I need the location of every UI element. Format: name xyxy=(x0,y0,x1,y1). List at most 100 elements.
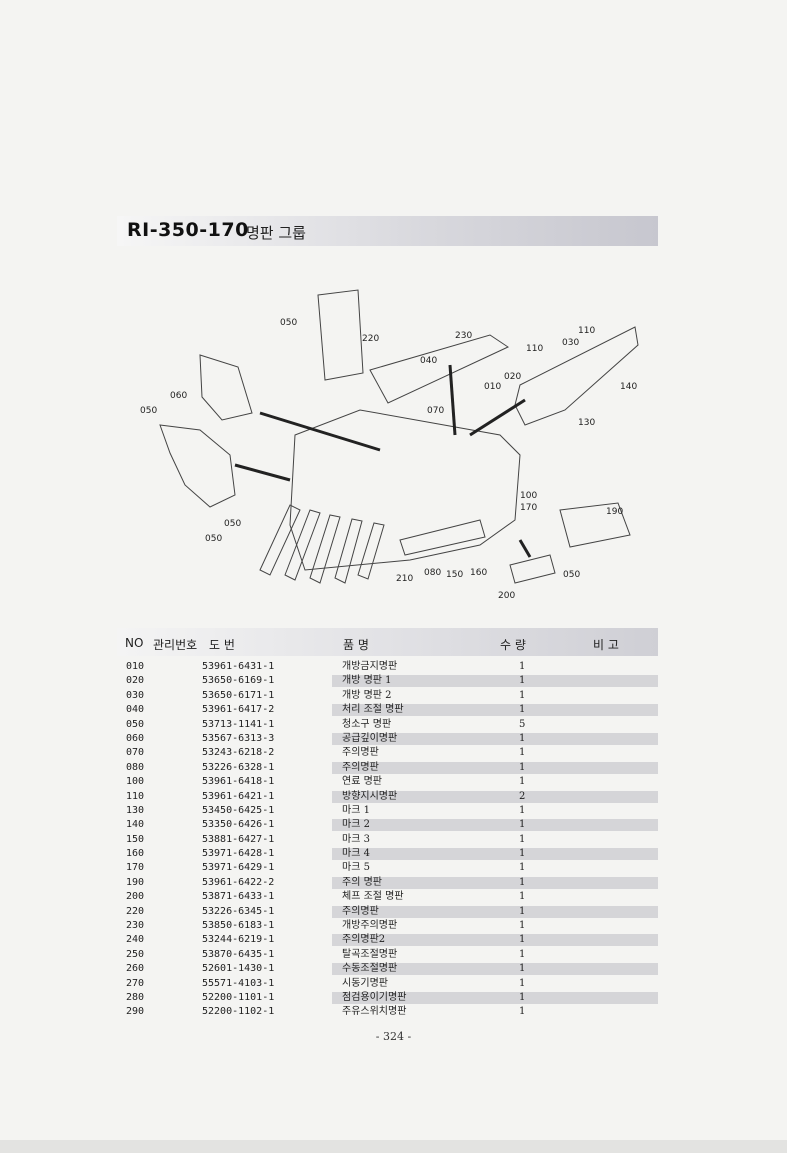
callout-130: 130 xyxy=(578,418,595,428)
row-no: 240 xyxy=(126,934,145,946)
crop-divider-parts xyxy=(259,504,385,584)
row-no: 010 xyxy=(126,661,145,672)
row-band xyxy=(332,834,658,846)
row-no: 030 xyxy=(126,689,145,701)
row-part-name: 주의명판2 xyxy=(342,934,386,946)
row-band xyxy=(332,905,658,918)
plate-230-part xyxy=(369,334,510,404)
callout-010: 010 xyxy=(484,382,501,392)
callout-060: 060 xyxy=(170,391,187,401)
page-number: - 324 - xyxy=(375,1030,412,1043)
row-band xyxy=(332,761,658,774)
callout-210: 210 xyxy=(396,574,413,584)
row-no: 110 xyxy=(126,790,145,802)
row-part-name: 주의명판 xyxy=(342,905,379,917)
row-part-name: 탈곡조절명판 xyxy=(342,948,398,960)
row-no: 280 xyxy=(126,991,145,1003)
plate-200-part xyxy=(509,554,556,584)
callout-070: 070 xyxy=(427,406,444,416)
callout-030: 030 xyxy=(562,338,579,348)
row-quantity: 1 xyxy=(519,920,526,932)
row-part-name: 개방주의명판 xyxy=(342,920,398,932)
row-band xyxy=(332,747,658,759)
row-part-name: 처리 조절 명판 xyxy=(342,704,404,716)
row-part-name: 개방 명판 2 xyxy=(342,689,392,701)
row-quantity: 1 xyxy=(519,963,526,975)
row-band xyxy=(332,963,658,976)
header-qty: 수 량 xyxy=(500,638,526,652)
row-band xyxy=(332,732,658,745)
header-name: 품 명 xyxy=(343,638,369,652)
callout-220: 220 xyxy=(362,334,379,344)
row-drawing-number: 53713-1141-1 xyxy=(202,718,275,730)
row-drawing-number: 53450-6425-1 xyxy=(202,804,275,816)
callout-150: 150 xyxy=(446,570,463,580)
row-drawing-number: 53881-6427-1 xyxy=(202,833,275,845)
row-drawing-number: 53961-6422-2 xyxy=(202,876,275,888)
row-drawing-number: 52200-1101-1 xyxy=(202,991,275,1003)
row-band xyxy=(332,819,658,832)
row-drawing-number: 53243-6218-2 xyxy=(202,747,275,759)
row-part-name: 방향지시명판 xyxy=(342,790,398,802)
row-no: 080 xyxy=(126,761,145,773)
row-drawing-number: 52601-1430-1 xyxy=(202,963,275,975)
row-part-name: 마크 2 xyxy=(342,819,370,831)
row-part-name: 공급깊이명판 xyxy=(342,732,398,744)
callout-140: 140 xyxy=(620,382,637,392)
row-drawing-number: 53567-6313-3 xyxy=(202,732,275,744)
row-quantity: 1 xyxy=(519,675,526,687)
row-no: 170 xyxy=(126,862,145,874)
row-drawing-number: 53961-6431-1 xyxy=(202,661,275,672)
row-quantity: 1 xyxy=(519,819,526,831)
row-part-name: 시동기명판 xyxy=(342,977,388,989)
callout-080: 080 xyxy=(424,568,441,578)
row-drawing-number: 52200-1102-1 xyxy=(202,1006,275,1018)
row-quantity: 1 xyxy=(519,991,526,1003)
row-part-name: 청소구 명판 xyxy=(342,718,392,730)
row-no: 260 xyxy=(126,963,145,975)
row-drawing-number: 53971-6428-1 xyxy=(202,848,275,860)
header-drawing: 도 번 xyxy=(209,638,235,652)
row-band xyxy=(332,805,658,817)
row-band xyxy=(332,876,658,889)
row-no: 150 xyxy=(126,833,145,845)
row-part-name: 마크 1 xyxy=(342,804,370,816)
row-band xyxy=(332,675,658,688)
row-drawing-number: 53971-6429-1 xyxy=(202,862,275,874)
row-drawing-number: 55571-4103-1 xyxy=(202,977,275,989)
callout-050-left: 050 xyxy=(140,406,157,416)
callout-230: 230 xyxy=(455,331,472,341)
callout-050-right: 050 xyxy=(563,570,580,580)
row-quantity: 1 xyxy=(519,776,526,788)
section-code: RI-350-170 xyxy=(127,219,249,241)
parts-table-header: NO 관리번호 도 번 품 명 수 량 비 고 xyxy=(117,628,658,656)
row-band xyxy=(332,991,658,1004)
row-no: 100 xyxy=(126,776,145,788)
row-quantity: 5 xyxy=(519,718,526,730)
row-quantity: 1 xyxy=(519,891,526,903)
callout-100: 100 xyxy=(520,491,537,501)
row-quantity: 1 xyxy=(519,747,526,759)
row-drawing-number: 53871-6433-1 xyxy=(202,891,275,903)
row-drawing-number: 53226-6345-1 xyxy=(202,905,275,917)
row-drawing-number: 53961-6421-1 xyxy=(202,790,275,802)
callout-160: 160 xyxy=(470,568,487,578)
callout-050-lower: 050 xyxy=(224,519,241,529)
callout-040: 040 xyxy=(420,356,437,366)
row-no: 290 xyxy=(126,1006,145,1018)
